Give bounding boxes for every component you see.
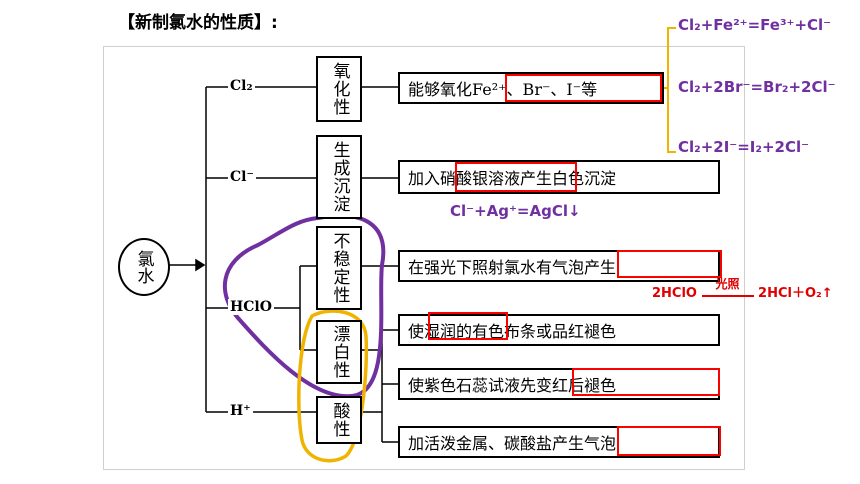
branch-cl2: Cl₂ — [228, 78, 255, 94]
equation-fe: Cl₂+Fe²⁺=Fe³⁺+Cl⁻ — [678, 16, 832, 34]
highlight-moist — [428, 312, 508, 340]
reaction-condition: 光照 — [701, 277, 754, 297]
page-title: 【新制氯水的性质】: — [118, 13, 278, 33]
equation-agcl: Cl⁻+Ag⁺=AgCl↓ — [450, 202, 581, 220]
equation-hclo-decomposition: 2HClO 光照 2HCl＋O₂↑ — [652, 277, 833, 301]
root-node: 氯水 — [118, 238, 170, 296]
condition-light: 光照 — [715, 277, 740, 291]
purple-loop — [223, 213, 386, 399]
property-precipitate: 生成沉淀 — [316, 135, 362, 219]
branch-cl-minus: Cl⁻ — [228, 169, 256, 185]
description-oxidize: 能够氧化Fe²⁺、Br⁻、I⁻等 — [398, 72, 664, 104]
highlight-silver-nitrate — [455, 162, 577, 192]
equation-br: Cl₂+2Br⁻=Br₂+2Cl⁻ — [678, 78, 836, 96]
description-precipitate: 加入硝酸银溶液产生白色沉淀 — [398, 160, 720, 194]
highlight-ions — [505, 74, 662, 102]
property-bleaching: 漂白性 — [316, 320, 362, 384]
highlight-produce-gas — [617, 426, 721, 456]
diagram-frame — [103, 46, 745, 470]
condition-line — [701, 295, 754, 297]
property-unstable: 不稳定性 — [316, 226, 362, 310]
property-acidic: 酸性 — [316, 396, 362, 444]
equation-hclo-left: 2HClO — [652, 286, 697, 301]
description-gas: 加活泼金属、碳酸盐产生气泡 — [398, 426, 720, 458]
highlight-red-then-fade — [572, 368, 720, 396]
property-oxidizing: 氧化性 — [316, 56, 362, 122]
description-bleach-cloth: 使湿润的有色布条或品红褪色 — [398, 314, 720, 346]
branch-hclo: HClO — [228, 299, 274, 315]
equation-hclo-right: 2HCl＋O₂↑ — [758, 286, 833, 301]
equation-i: Cl₂+2I⁻=I₂+2Cl⁻ — [678, 138, 810, 156]
highlight-gas-bubbles — [617, 250, 722, 278]
branch-h-plus: H⁺ — [228, 403, 253, 419]
